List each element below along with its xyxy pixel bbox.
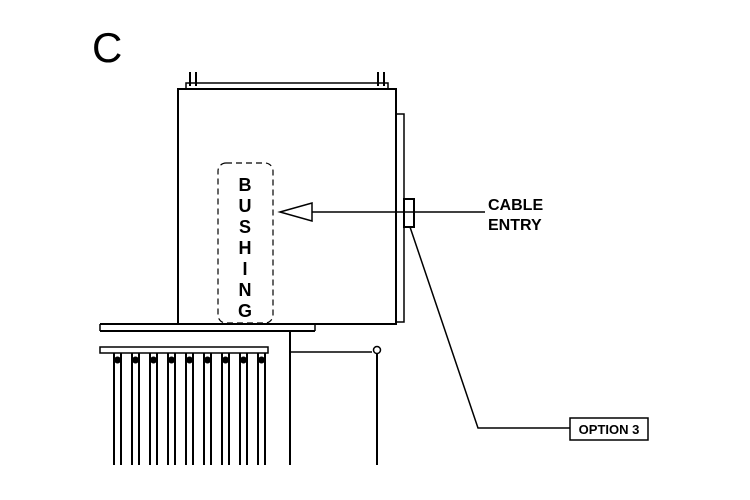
cable-entry-line: CABLE [488,197,543,214]
bushing-letter: U [239,196,252,216]
bushing-letter: S [239,217,251,237]
option-box [569,417,649,441]
cable-entry-line: ENTRY [488,217,542,234]
side-flange [395,113,405,323]
bushing-letter: H [239,238,252,258]
cable-entry-fitting [403,198,415,228]
enclosure-box [177,88,397,325]
radiator-fins [99,346,269,465]
option-label: OPTION 3 [579,422,640,437]
view-letter: C [92,24,122,71]
cable-entry-arrow [277,202,485,222]
bushing-outline [217,162,274,324]
bushing-label: B U S H I N G [238,175,252,321]
bushing-letter: G [238,301,252,321]
top-studs [185,72,389,90]
bushing-letter: B [239,175,252,195]
cable-entry-label: CABLE ENTRY [488,197,543,234]
option-leader-line [409,226,570,429]
mounting-plate [99,323,316,332]
rail-with-pin [290,345,382,465]
bushing-letter: I [242,259,247,279]
bushing-letter: N [239,280,252,300]
